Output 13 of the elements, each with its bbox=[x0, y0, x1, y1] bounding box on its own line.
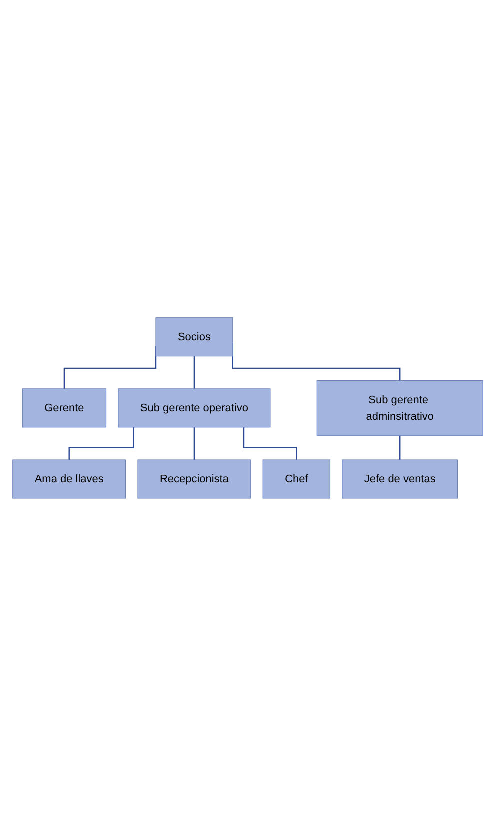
node-box: Socios bbox=[156, 318, 234, 357]
node-box: Gerente bbox=[22, 388, 107, 428]
node-box: Recepcionista bbox=[138, 460, 252, 500]
connector bbox=[194, 356, 196, 390]
node-box: Jefe de ventas bbox=[342, 460, 458, 500]
connector bbox=[243, 428, 298, 461]
node-box: Sub gerente adminsitrativo bbox=[316, 380, 484, 436]
node-box: Sub gerente operativo bbox=[118, 388, 271, 428]
connector bbox=[400, 436, 401, 461]
connector bbox=[194, 428, 196, 461]
node-box: Chef bbox=[262, 460, 331, 500]
node-box: Ama de llaves bbox=[12, 460, 126, 500]
connector bbox=[68, 428, 134, 461]
